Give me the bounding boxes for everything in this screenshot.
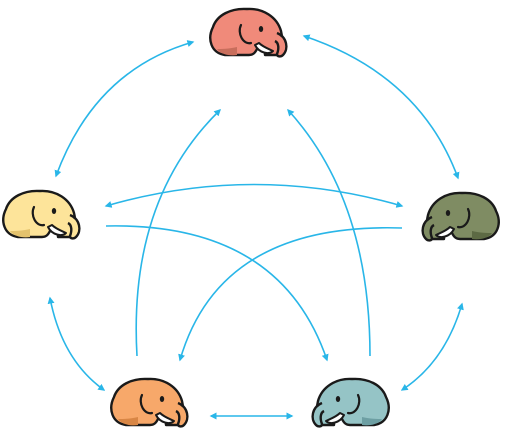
edges-layer: [47, 34, 464, 420]
nodes-layer: [2, 7, 500, 428]
mammoth-orange-icon: [110, 377, 189, 428]
mammoth-green-icon: [421, 191, 500, 242]
mammoth-yellow-icon: [2, 189, 81, 240]
arrow-green-to-teal: [400, 302, 464, 391]
arrow-yellow-to-teal: [105, 225, 329, 362]
arrow-green-to-orange: [178, 226, 403, 362]
arrow-red-to-green: [302, 34, 460, 180]
arrow-yellow-to-green: [104, 183, 404, 208]
arrow-teal-to-red: [287, 108, 371, 357]
mammoth-red-icon: [209, 7, 288, 58]
arrow-yellow-to-orange: [47, 296, 106, 391]
arrow-red-to-yellow: [54, 40, 195, 178]
arrow-orange-to-red: [135, 109, 222, 357]
mammoth-teal-icon: [311, 377, 390, 428]
